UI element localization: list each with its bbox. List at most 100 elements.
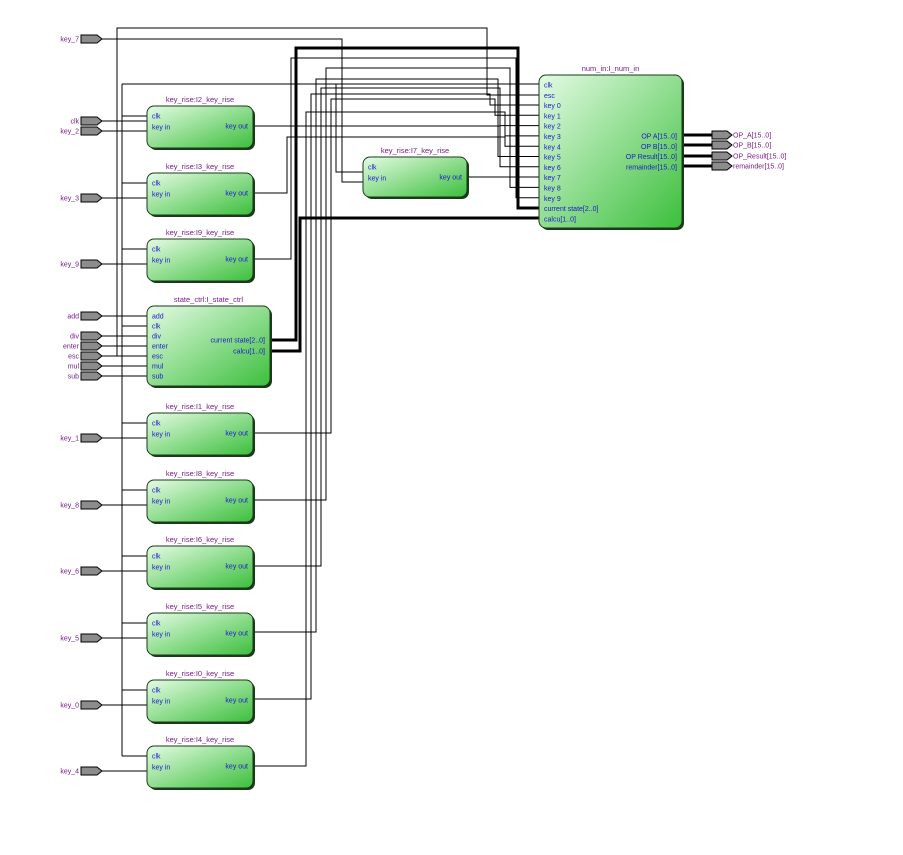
block-title: key_rise:I2_key_rise (166, 95, 234, 104)
pin-label: key_2 (60, 129, 79, 136)
output-pin-op_a[interactable]: OP_A[15..0] (711, 130, 771, 140)
input-pin-key_4[interactable]: key_4 (60, 766, 103, 776)
input-pin-clk[interactable]: clk (70, 116, 103, 126)
port-clk: clk (152, 488, 161, 495)
wire-key9-out (253, 57, 539, 260)
pin-shape (80, 311, 103, 321)
port-sub: sub (152, 374, 163, 381)
pin-label: clk (70, 119, 79, 126)
block-title: key_rise:I3_key_rise (166, 162, 234, 171)
pin-label: add (67, 314, 79, 321)
block-sc[interactable]: state_ctrl:I_state_ctrladdclkdiventeresc… (146, 295, 272, 388)
port-key_in: key in (152, 192, 170, 199)
port-clk: clk (152, 181, 161, 188)
input-pin-key_3[interactable]: key_3 (60, 193, 103, 203)
input-pin-key_6[interactable]: key_6 (60, 566, 103, 576)
pin-label: sub (68, 374, 79, 381)
port-key_4: key 4 (544, 144, 561, 151)
block-body (146, 545, 254, 589)
wire-esc (116, 27, 539, 356)
pin-shape (80, 34, 103, 44)
block-body (146, 238, 254, 282)
block-title: key_rise:I8_key_rise (166, 469, 234, 478)
pin-shape (80, 500, 103, 510)
input-pin-key_7[interactable]: key_7 (60, 34, 103, 44)
output-pin-op_b[interactable]: OP_B[15..0] (711, 140, 771, 150)
input-pin-sub[interactable]: sub (68, 371, 103, 381)
input-pin-mul[interactable]: mul (68, 361, 103, 371)
input-pin-add[interactable]: add (67, 311, 103, 321)
input-pin-key_8[interactable]: key_8 (60, 500, 103, 510)
block-title: key_rise:I7_key_rise (381, 146, 449, 155)
port-clk: clk (152, 421, 161, 428)
port-key_out: key out (225, 498, 248, 505)
input-pin-key_0[interactable]: key_0 (60, 700, 103, 710)
input-pin-div[interactable]: div (70, 331, 103, 341)
port-key_out: key out (225, 564, 248, 571)
wire-key7 (102, 38, 363, 183)
pin-shape (80, 331, 103, 341)
pin-shape (80, 341, 103, 351)
port-key_5: key 5 (544, 155, 561, 162)
port-clk: clk (152, 754, 161, 761)
output-pin-remainder[interactable]: remainder[15..0] (711, 161, 784, 171)
block-title: key_rise:I0_key_rise (166, 669, 234, 678)
port-key_out: key out (225, 124, 248, 131)
block-title: key_rise:I9_key_rise (166, 228, 234, 237)
pin-label: remainder[15..0] (733, 164, 784, 171)
port-div: div (152, 334, 161, 341)
block-body (538, 74, 683, 229)
port-clk: clk (152, 621, 161, 628)
port-key_in: key in (368, 176, 386, 183)
input-pin-key_1[interactable]: key_1 (60, 433, 103, 443)
input-pin-key_9[interactable]: key_9 (60, 259, 103, 269)
port-key_6: key 6 (544, 165, 561, 172)
bus-current-state (270, 46, 539, 342)
block-title: state_ctrl:I_state_ctrl (174, 295, 244, 304)
pin-shape (80, 259, 103, 269)
block-body (362, 156, 468, 198)
port-key_out: key out (225, 431, 248, 438)
block-body (146, 679, 254, 723)
input-pin-enter[interactable]: enter (63, 341, 103, 351)
port-key_8: key 8 (544, 186, 561, 193)
port-key_in: key in (152, 632, 170, 639)
pin-label: key_8 (60, 503, 79, 510)
port-key_7: key 7 (544, 175, 561, 182)
wire-key3-out (253, 135, 539, 194)
port-key_out: key out (225, 764, 248, 771)
port-clk: clk (152, 247, 161, 254)
pin-shape (80, 193, 103, 203)
pin-label: OP_B[15..0] (733, 143, 771, 150)
pin-shape (80, 633, 103, 643)
pin-label: key_4 (60, 769, 79, 776)
pin-label: key_1 (60, 436, 79, 443)
port-esc: esc (152, 354, 163, 361)
block-body (146, 172, 254, 216)
input-pin-key_2[interactable]: key_2 (60, 126, 103, 136)
port-key_in: key in (152, 499, 170, 506)
input-pin-esc[interactable]: esc (68, 351, 103, 361)
port-key_out: key out (439, 175, 462, 182)
input-pin-key_5[interactable]: key_5 (60, 633, 103, 643)
block-body (146, 105, 254, 149)
output-pin-op_result[interactable]: OP_Result[15..0] (711, 151, 786, 161)
pin-label: key_3 (60, 196, 79, 203)
block-body (146, 745, 254, 789)
block-title: key_rise:I1_key_rise (166, 402, 234, 411)
pin-shape (711, 151, 733, 161)
port-current_state[2..0]: current state[2..0] (544, 206, 599, 213)
